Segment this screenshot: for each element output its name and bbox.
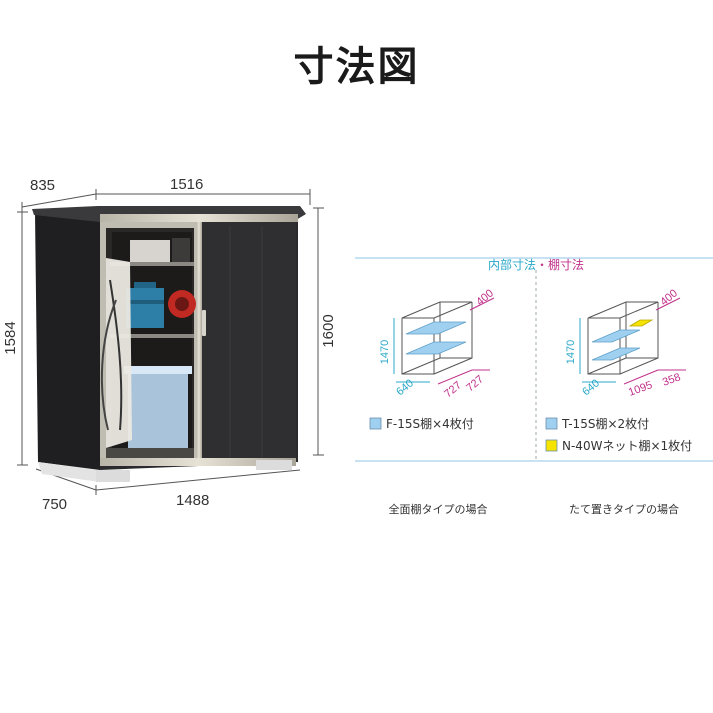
right-width-b-358: 358: [661, 371, 682, 389]
interior-panel-heading: 内部寸法・棚寸法: [488, 257, 584, 272]
left-depth-400: 400: [474, 287, 496, 308]
left-width-a-727: 727: [442, 379, 464, 400]
exterior-height-left-label: 1584: [2, 321, 19, 354]
left-width-b-727: 727: [464, 373, 486, 394]
exterior-width-bottom-label: 1488: [176, 492, 209, 509]
exterior-height-right-label: 1600: [320, 314, 337, 347]
storage-shed-illustration: [32, 206, 306, 482]
vertical-placement-type-diagram: 400 1470 640 1095 358 T-15S棚×2枚付 N-40Wネッ…: [545, 287, 692, 516]
exterior-width-top-label: 1516: [170, 176, 203, 193]
left-legend-swatch: [369, 417, 382, 430]
left-front-depth-640: 640: [394, 377, 416, 398]
right-height-1470: 1470: [565, 340, 577, 364]
exterior-depth-bottom-label: 750: [42, 496, 67, 513]
full-shelf-type-diagram: 400 1470 640 727 727 F-15S棚×4枚付 全面棚タイプの場…: [369, 287, 496, 516]
right-front-depth-640: 640: [580, 377, 602, 398]
page-title: 寸法図: [293, 44, 420, 90]
right-legend2-text: N-40Wネット棚×1枚付: [562, 438, 692, 453]
right-width-a-1095: 1095: [627, 379, 654, 399]
left-legend-text: F-15S棚×4枚付: [386, 416, 474, 431]
left-caption: 全面棚タイプの場合: [389, 502, 488, 516]
interior-dimension-panel: 内部寸法・棚寸法: [355, 257, 713, 462]
right-legend2-swatch: [545, 439, 558, 452]
right-depth-400: 400: [658, 287, 680, 308]
right-legend1-swatch: [545, 417, 558, 430]
right-caption: たて置きタイプの場合: [569, 502, 679, 516]
exterior-dimension-lines: [17, 189, 324, 495]
right-legend1-text: T-15S棚×2枚付: [561, 416, 649, 431]
left-height-1470: 1470: [379, 340, 391, 364]
exterior-depth-top-label: 835: [30, 177, 55, 194]
